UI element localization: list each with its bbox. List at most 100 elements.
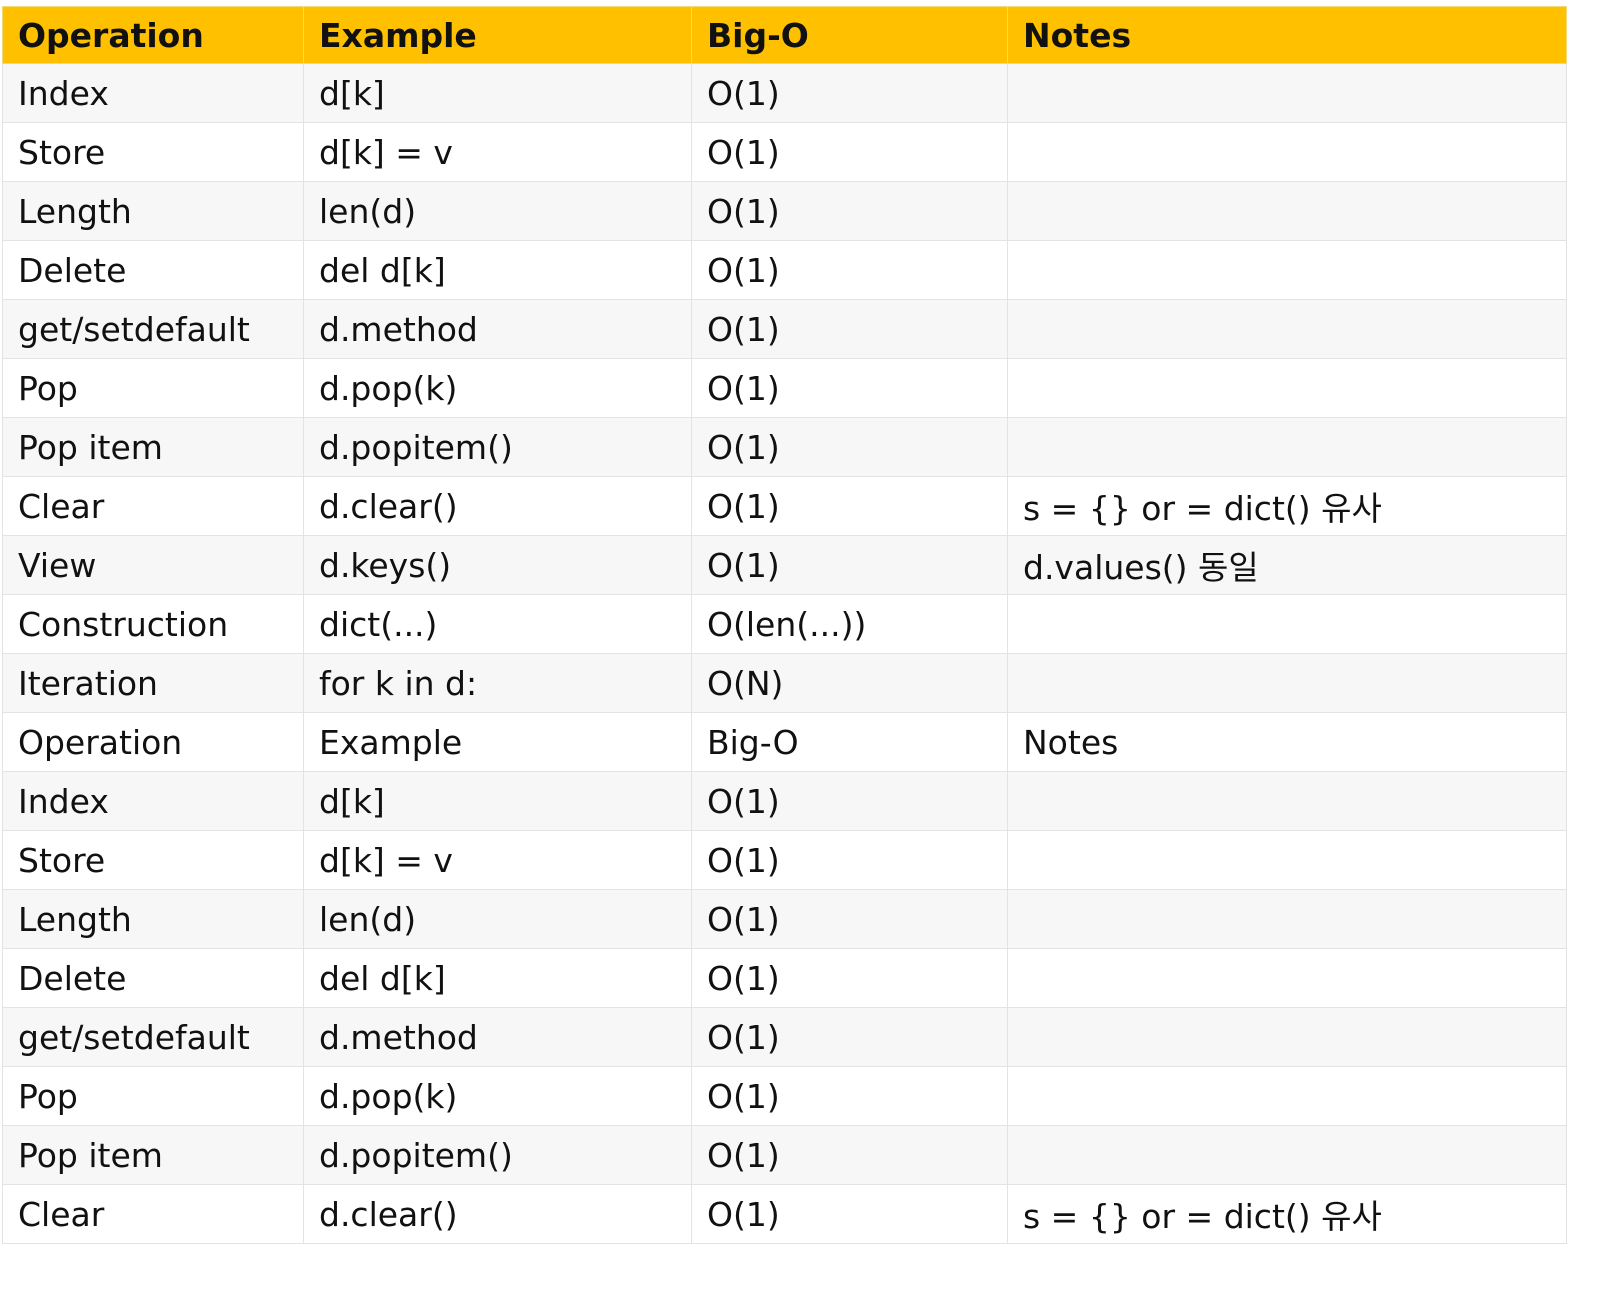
cell-big-o: O(1) (691, 1125, 1008, 1185)
cell-example: del d[k] (303, 240, 692, 300)
cell-operation: get/setdefault (2, 299, 304, 359)
cell-example: d.keys() (303, 535, 692, 595)
cell-example: d[k] = v (303, 122, 692, 182)
cell-operation: Store (2, 122, 304, 182)
cell-notes: s = {} or = dict() 유사 (1007, 476, 1567, 536)
cell-example: Example (303, 712, 692, 772)
cell-notes (1007, 1007, 1567, 1067)
cell-notes (1007, 181, 1567, 241)
cell-notes (1007, 417, 1567, 477)
cell-example: d.clear() (303, 1184, 692, 1244)
cell-notes (1007, 122, 1567, 182)
cell-example: del d[k] (303, 948, 692, 1008)
cell-big-o: O(1) (691, 1066, 1008, 1126)
cell-operation: Index (2, 63, 304, 123)
cell-example: d.popitem() (303, 417, 692, 477)
cell-notes: d.values() 동일 (1007, 535, 1567, 595)
cell-big-o: O(1) (691, 358, 1008, 418)
cell-big-o: O(1) (691, 417, 1008, 477)
cell-operation: Pop item (2, 417, 304, 477)
cell-big-o: O(1) (691, 830, 1008, 890)
cell-operation: Length (2, 181, 304, 241)
cell-big-o: O(1) (691, 771, 1008, 831)
header-operation: Operation (2, 6, 304, 64)
cell-operation: Pop (2, 1066, 304, 1126)
cell-notes: Notes (1007, 712, 1567, 772)
cell-example: d[k] (303, 63, 692, 123)
cell-big-o: O(1) (691, 889, 1008, 949)
cell-example: d[k] (303, 771, 692, 831)
cell-big-o: O(1) (691, 63, 1008, 123)
cell-notes (1007, 948, 1567, 1008)
cell-notes: s = {} or = dict() 유사 (1007, 1184, 1567, 1244)
cell-big-o: O(1) (691, 1184, 1008, 1244)
cell-example: dict(...) (303, 594, 692, 654)
cell-operation: get/setdefault (2, 1007, 304, 1067)
cell-operation: Delete (2, 240, 304, 300)
cell-operation: Index (2, 771, 304, 831)
cell-big-o: Big-O (691, 712, 1008, 772)
cell-big-o: O(1) (691, 181, 1008, 241)
cell-operation: Store (2, 830, 304, 890)
cell-notes (1007, 594, 1567, 654)
cell-example: for k in d: (303, 653, 692, 713)
cell-notes (1007, 63, 1567, 123)
cell-operation: Iteration (2, 653, 304, 713)
cell-notes (1007, 1066, 1567, 1126)
cell-example: d.pop(k) (303, 358, 692, 418)
cell-big-o: O(len(...)) (691, 594, 1008, 654)
header-notes: Notes (1007, 6, 1567, 64)
cell-big-o: O(1) (691, 535, 1008, 595)
cell-example: d[k] = v (303, 830, 692, 890)
cell-big-o: O(1) (691, 476, 1008, 536)
cell-operation: Clear (2, 476, 304, 536)
cell-example: d.method (303, 1007, 692, 1067)
cell-example: d.method (303, 299, 692, 359)
cell-notes (1007, 358, 1567, 418)
cell-operation: Operation (2, 712, 304, 772)
cell-notes (1007, 653, 1567, 713)
cell-big-o: O(N) (691, 653, 1008, 713)
cell-example: len(d) (303, 181, 692, 241)
cell-big-o: O(1) (691, 1007, 1008, 1067)
cell-big-o: O(1) (691, 299, 1008, 359)
cell-notes (1007, 830, 1567, 890)
header-example: Example (303, 6, 692, 64)
cell-operation: Pop item (2, 1125, 304, 1185)
cell-big-o: O(1) (691, 240, 1008, 300)
cell-notes (1007, 771, 1567, 831)
cell-notes (1007, 240, 1567, 300)
header-row: Operation Example Big-O Notes (2, 6, 1567, 64)
cell-operation: Construction (2, 594, 304, 654)
cell-example: d.popitem() (303, 1125, 692, 1185)
cell-operation: Pop (2, 358, 304, 418)
cell-notes (1007, 1125, 1567, 1185)
cell-operation: Delete (2, 948, 304, 1008)
cell-big-o: O(1) (691, 948, 1008, 1008)
cell-notes (1007, 299, 1567, 359)
cell-example: d.clear() (303, 476, 692, 536)
cell-notes (1007, 889, 1567, 949)
